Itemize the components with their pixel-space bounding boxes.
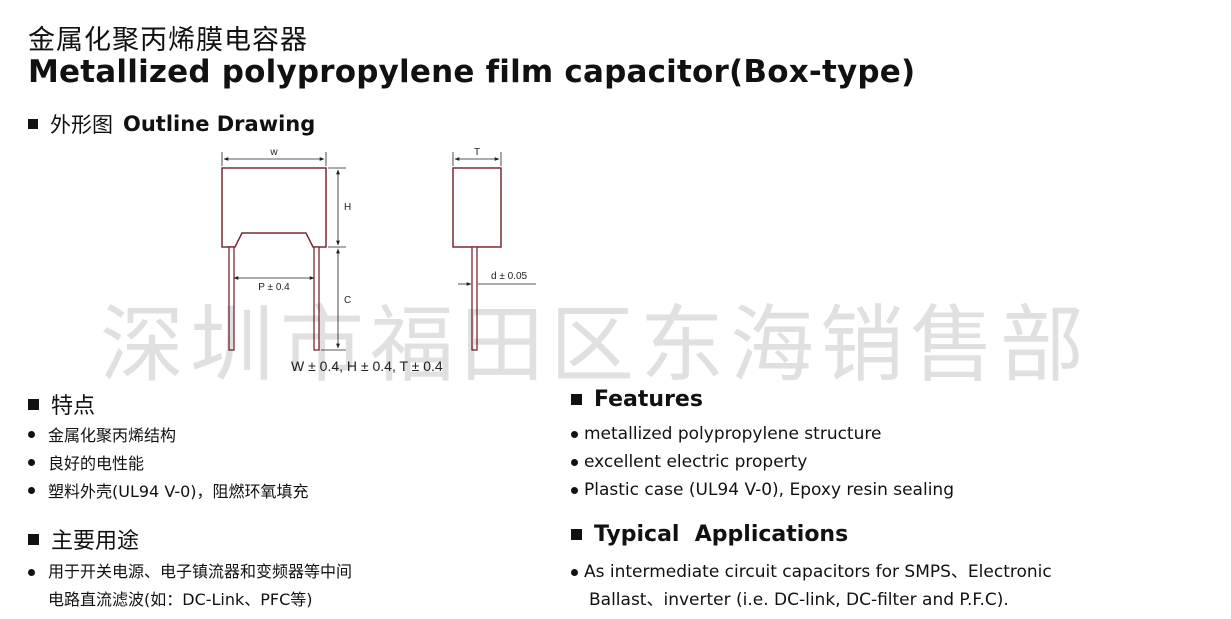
features-cn-list: 金属化聚丙烯结构 良好的电性能 塑料外壳(UL94 V-0)，阻燃环氧填充 xyxy=(28,420,309,504)
capacitor-side-body xyxy=(452,167,502,248)
label-c: C xyxy=(344,295,351,306)
applications-cn-line2: 电路直流滤波(如：DC-Link、PFC等) xyxy=(48,590,313,609)
capacitor-side-lead xyxy=(471,246,478,351)
tolerance-note: W ± 0.4, H ± 0.4, T ± 0.4 xyxy=(291,358,443,374)
list-item: 用于开关电源、电子镇流器和变频器等中间 xyxy=(28,558,352,586)
applications-cn-heading-text: 主要用途 xyxy=(51,529,140,554)
list-item-text: Plastic case (UL94 V-0), Epoxy resin sea… xyxy=(584,480,954,500)
bullet-dot-icon xyxy=(571,568,578,576)
title-english: Metallized polypropylene film capacitor(… xyxy=(28,54,916,90)
outline-heading-en: Outline Drawing xyxy=(123,112,316,136)
features-cn-heading-text: 特点 xyxy=(51,394,96,419)
applications-en-heading: Typical Applications xyxy=(571,522,848,547)
bullet-dot-icon xyxy=(571,458,578,466)
list-item: 金属化聚丙烯结构 xyxy=(28,420,309,448)
list-item-text: excellent electric property xyxy=(584,452,808,472)
features-en-list: metallized polypropylene structure excel… xyxy=(571,420,954,504)
list-item-text: 塑料外壳(UL94 V-0)，阻燃环氧填充 xyxy=(48,482,309,501)
list-item: Plastic case (UL94 V-0), Epoxy resin sea… xyxy=(571,476,954,504)
list-item-text: 良好的电性能 xyxy=(48,454,145,473)
capacitor-lead-right xyxy=(313,246,320,351)
bullet-dot-icon xyxy=(571,486,578,494)
applications-en-heading-text: Typical Applications xyxy=(594,522,849,547)
applications-cn-line1: 用于开关电源、电子镇流器和变频器等中间 xyxy=(48,562,353,581)
square-bullet-icon xyxy=(28,119,38,129)
label-h: H xyxy=(344,202,351,213)
applications-en-line2: Ballast、inverter (i.e. DC-link, DC-filte… xyxy=(589,590,1009,610)
features-en-heading-text: Features xyxy=(594,387,703,412)
list-item-text: metallized polypropylene structure xyxy=(584,424,882,444)
applications-en-line1: As intermediate circuit capacitors for S… xyxy=(584,562,1052,582)
bullet-dot-icon xyxy=(28,430,35,438)
outline-heading: 外形图 Outline Drawing xyxy=(28,109,315,139)
capacitor-front-body xyxy=(221,167,327,248)
title-chinese: 金属化聚丙烯膜电容器 xyxy=(28,25,308,56)
list-item: As intermediate circuit capacitors for S… xyxy=(571,558,1052,586)
applications-cn-text: 用于开关电源、电子镇流器和变频器等中间 电路直流滤波(如：DC-Link、PFC… xyxy=(28,558,352,614)
bullet-dot-icon xyxy=(28,458,35,466)
applications-en-text: As intermediate circuit capacitors for S… xyxy=(571,558,1052,614)
square-bullet-icon xyxy=(28,398,39,410)
features-cn-heading: 特点 xyxy=(28,388,95,420)
features-en-heading: Features xyxy=(571,387,703,412)
label-d: d ± 0.05 xyxy=(491,271,528,282)
list-item: 塑料外壳(UL94 V-0)，阻燃环氧填充 xyxy=(28,476,309,504)
square-bullet-icon xyxy=(28,533,39,545)
label-p: P ± 0.4 xyxy=(258,282,290,293)
applications-cn-heading: 主要用途 xyxy=(28,523,139,555)
label-t: T xyxy=(474,147,480,158)
square-bullet-icon xyxy=(571,394,582,405)
list-item: excellent electric property xyxy=(571,448,954,476)
bullet-dot-icon xyxy=(571,430,578,438)
list-item: 良好的电性能 xyxy=(28,448,309,476)
list-item-text: 金属化聚丙烯结构 xyxy=(48,426,177,445)
square-bullet-icon xyxy=(571,529,582,540)
capacitor-lead-left xyxy=(228,246,235,351)
list-item: metallized polypropylene structure xyxy=(571,420,954,448)
bullet-dot-icon xyxy=(28,486,35,494)
bullet-dot-icon xyxy=(28,568,35,576)
outline-heading-cn: 外形图 xyxy=(50,113,113,137)
label-w: w xyxy=(269,147,278,158)
